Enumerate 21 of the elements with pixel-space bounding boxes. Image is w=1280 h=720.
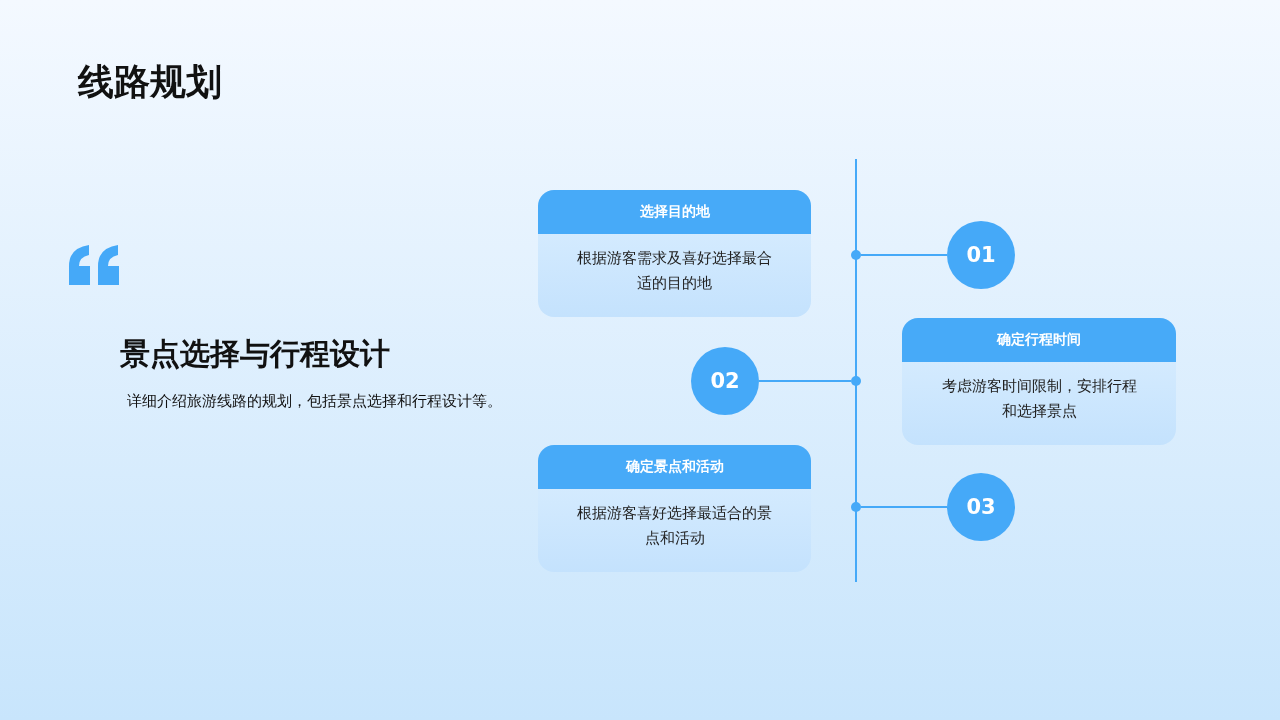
description-text: 详细介绍旅游线路的规划，包括景点选择和行程设计等。	[127, 392, 502, 411]
step-number-circle: 03	[947, 473, 1015, 541]
connector-line	[860, 506, 948, 508]
card-title: 确定景点和活动	[538, 445, 811, 489]
timeline-dot	[851, 502, 861, 512]
timeline-dot	[851, 376, 861, 386]
step-card	[538, 445, 811, 572]
slide-title: 线路规划	[78, 60, 222, 104]
timeline-dot	[851, 250, 861, 260]
connector-line	[758, 380, 852, 382]
card-text: 根据游客需求及喜好选择最合适的目的地	[576, 248, 773, 294]
connector-line	[860, 254, 948, 256]
step-number-circle: 01	[947, 221, 1015, 289]
step-number-circle: 02	[691, 347, 759, 415]
step-card	[538, 190, 811, 317]
step-card	[902, 318, 1176, 445]
card-text: 考虑游客时间限制，安排行程和选择景点	[940, 376, 1138, 422]
card-title: 确定行程时间	[902, 318, 1176, 362]
card-title: 选择目的地	[538, 190, 811, 234]
section-heading: 景点选择与行程设计	[120, 335, 390, 373]
card-text: 根据游客喜好选择最适合的景点和活动	[576, 503, 773, 549]
